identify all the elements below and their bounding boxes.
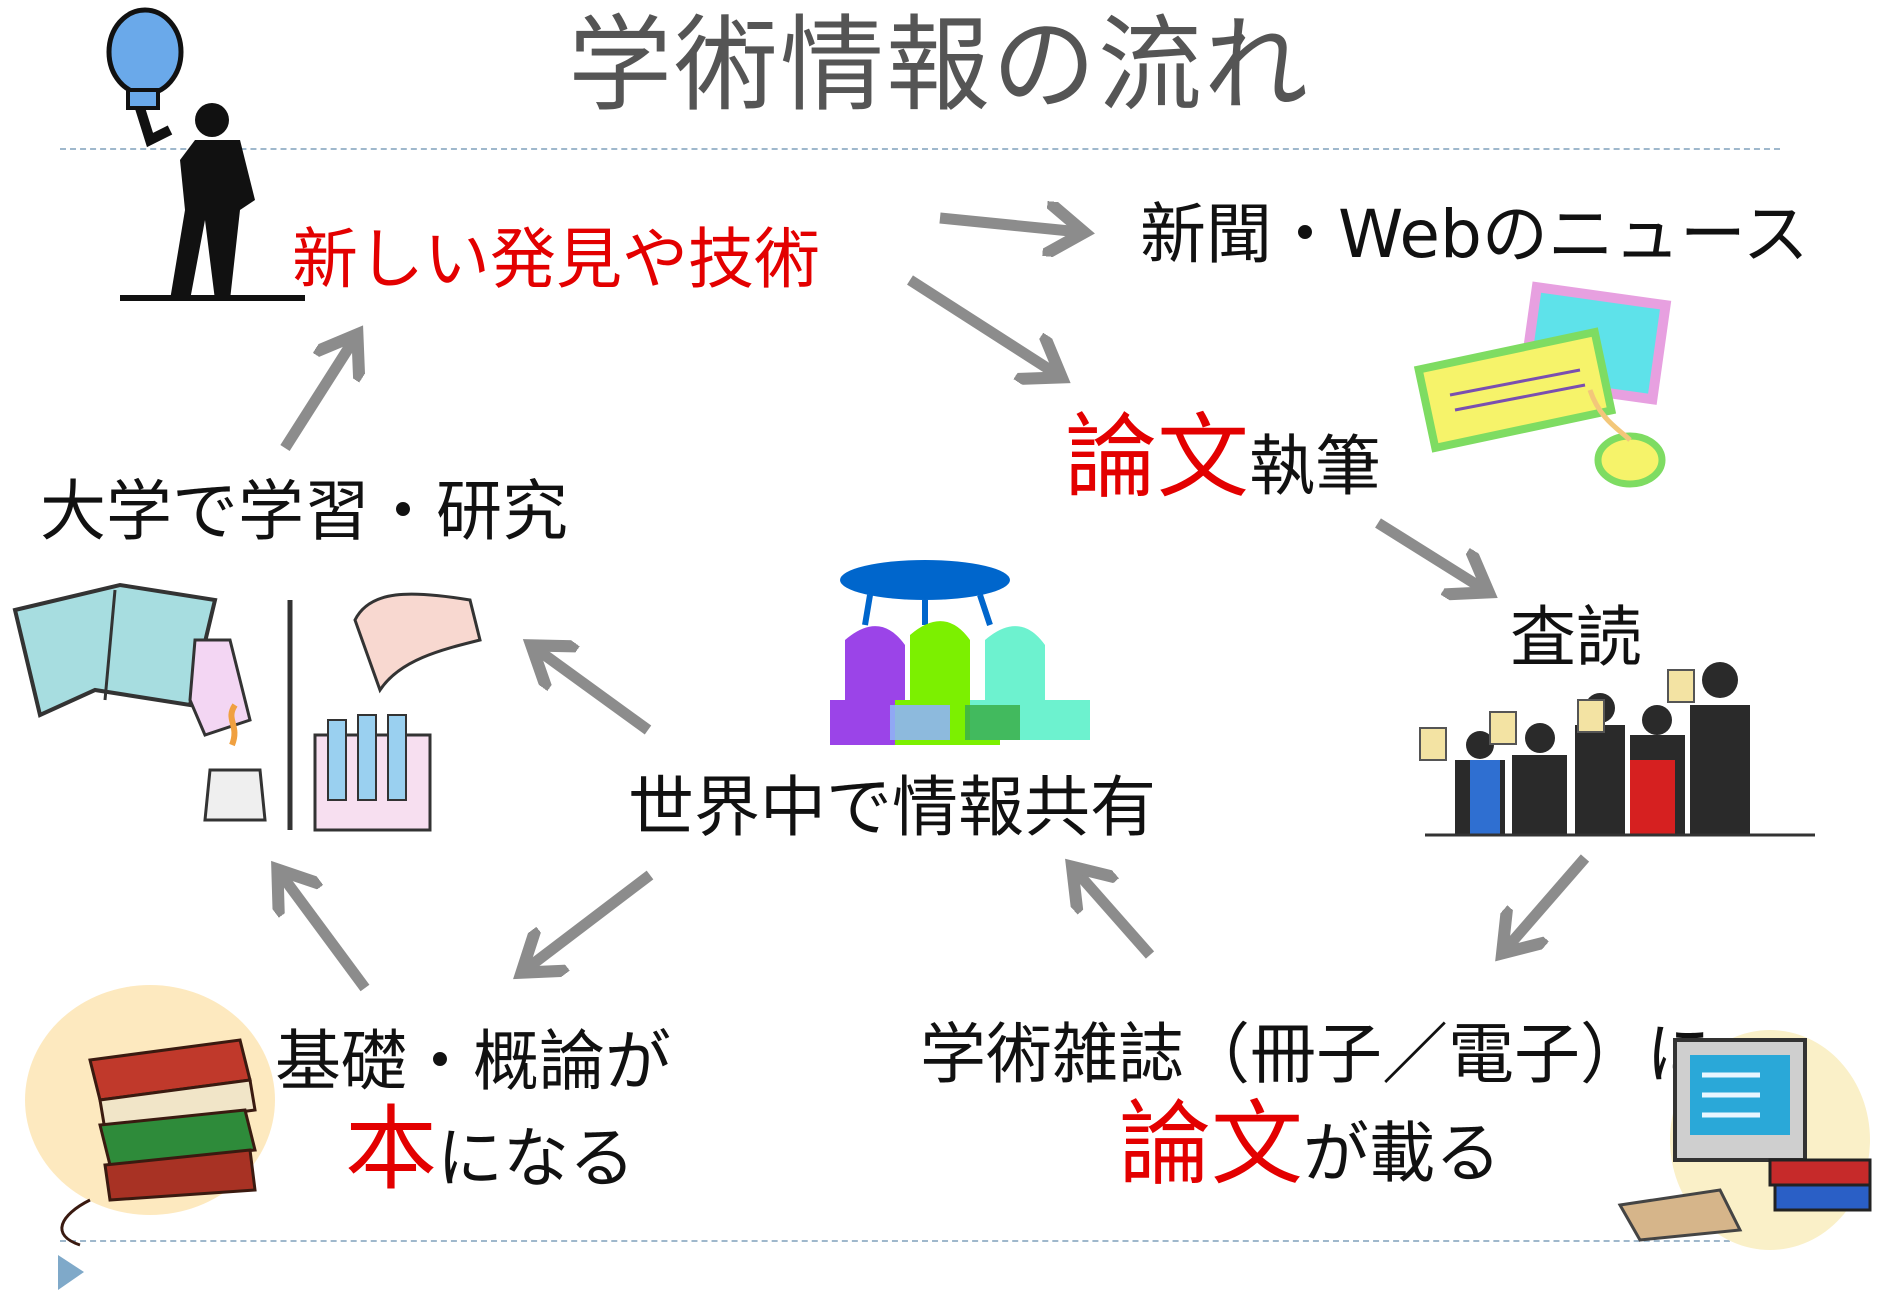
become-word: になる bbox=[437, 1120, 636, 1197]
people-sharing-icon bbox=[830, 560, 1090, 745]
published-word: が載る bbox=[1303, 1115, 1501, 1192]
arrow-review-to-journal bbox=[1505, 854, 1590, 950]
node-study: 大学で学習・研究 bbox=[40, 473, 568, 550]
node-discovery: 新しい発見や技術 bbox=[292, 221, 820, 298]
next-slide-marker-icon bbox=[58, 1255, 84, 1290]
reviewers-holding-score-cards-icon bbox=[1419, 662, 1815, 837]
arrow-journal-to-share bbox=[1075, 870, 1155, 959]
arrow-discovery-to-paper bbox=[907, 275, 1058, 375]
node-news: 新聞・Webのニュース bbox=[1140, 196, 1809, 273]
node-book-line1: 基礎・概論が bbox=[275, 1023, 671, 1100]
computer-journal-books-icon bbox=[1617, 1030, 1872, 1250]
arrow-discovery-to-news bbox=[939, 218, 1080, 232]
node-journal-line2: 論文が載る bbox=[1050, 1099, 1570, 1194]
stacked-books-icon bbox=[25, 985, 275, 1247]
lab-notebook-experiment-icon bbox=[12, 582, 482, 832]
arrow-study-to-discovery bbox=[280, 338, 355, 451]
top-divider bbox=[60, 148, 1780, 150]
node-review: 査読 bbox=[1510, 599, 1642, 676]
bottom-divider bbox=[60, 1240, 1780, 1242]
node-book-line2: 本になる bbox=[345, 1104, 636, 1199]
paper-word-2: 論文 bbox=[1118, 1091, 1303, 1198]
arrow-share-to-book bbox=[525, 870, 654, 970]
arrow-paper-to-review bbox=[1375, 518, 1485, 590]
arrow-share-to-study bbox=[535, 648, 652, 735]
node-paper-writing: 論文執筆 bbox=[1065, 412, 1382, 507]
computer-keyboard-mouse-icon bbox=[1413, 281, 1672, 488]
idea-person-lightbulb-icon bbox=[106, 7, 305, 301]
node-share: 世界中で情報共有 bbox=[628, 769, 1156, 846]
node-journal-line1: 学術雑誌（冊子／電子）に bbox=[920, 1016, 1712, 1093]
writing-word: 執筆 bbox=[1249, 428, 1382, 505]
arrow-book-to-study bbox=[280, 873, 370, 992]
slide-title: 学術情報の流れ bbox=[567, 4, 1310, 126]
paper-word: 論文 bbox=[1065, 404, 1250, 511]
book-word: 本 bbox=[345, 1096, 438, 1203]
